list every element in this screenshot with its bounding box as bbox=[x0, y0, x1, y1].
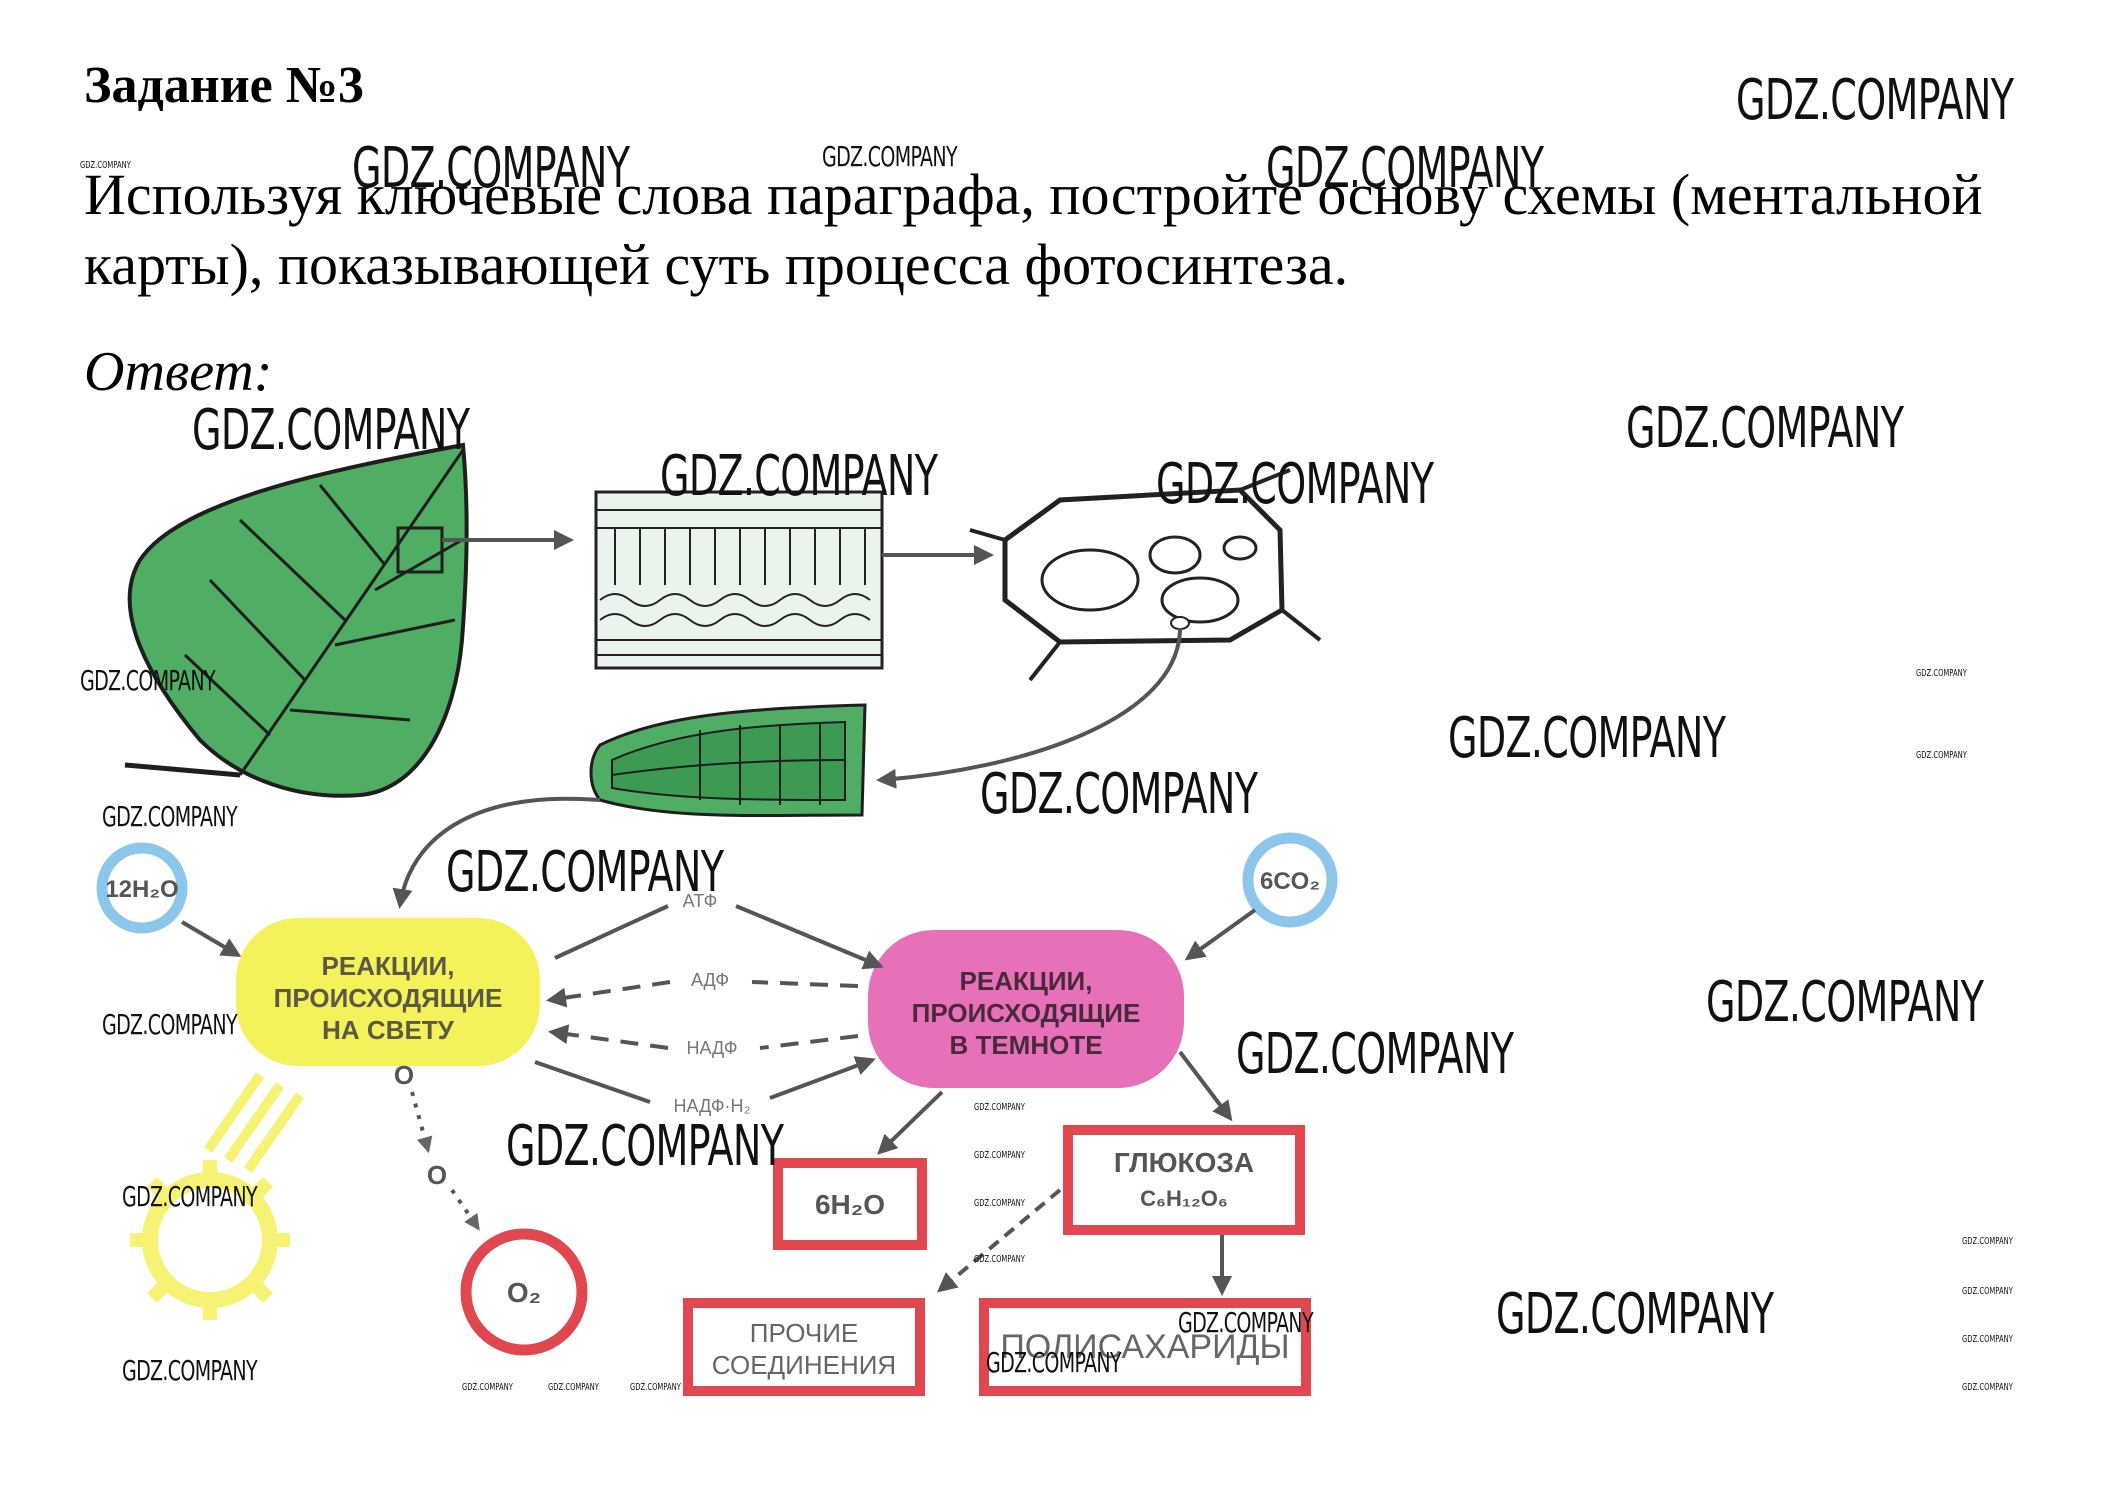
water-input-circle bbox=[96, 842, 188, 934]
watermark: GDZ.COMPANY bbox=[102, 1008, 238, 1041]
watermark: GDZ.COMPANY bbox=[1736, 68, 2014, 133]
watermark: GDZ.COMPANY bbox=[986, 1346, 1122, 1379]
watermark: GDZ.COMPANY bbox=[446, 840, 724, 905]
watermark: GDZ.COMPANY bbox=[1962, 1286, 2013, 1297]
watermark: GDZ.COMPANY bbox=[1916, 668, 1967, 679]
watermark: GDZ.COMPANY bbox=[462, 1382, 513, 1393]
other-compounds-box bbox=[683, 1298, 925, 1396]
answer-label: Ответ: bbox=[84, 341, 273, 403]
light-reactions-line3: НА СВЕТУ bbox=[322, 1015, 455, 1045]
watermark: GDZ.COMPANY bbox=[80, 664, 216, 697]
watermark: GDZ.COMPANY bbox=[1266, 136, 1544, 201]
watermark: GDZ.COMPANY bbox=[192, 398, 470, 463]
oxygen-atom-label-2: O bbox=[427, 1160, 447, 1190]
watermark: GDZ.COMPANY bbox=[974, 1102, 1025, 1113]
leaf-cross-section bbox=[594, 490, 884, 670]
watermark: GDZ.COMPANY bbox=[80, 160, 131, 171]
watermark: GDZ.COMPANY bbox=[974, 1198, 1025, 1209]
watermark: GDZ.COMPANY bbox=[506, 1114, 784, 1179]
dark-reactions-line3: В ТЕМНОТЕ bbox=[949, 1030, 1102, 1060]
watermark: GDZ.COMPANY bbox=[352, 136, 630, 201]
water-output-label: 6H₂O bbox=[815, 1189, 885, 1220]
watermark: GDZ.COMPANY bbox=[1962, 1334, 2013, 1345]
watermark: GDZ.COMPANY bbox=[548, 1382, 599, 1393]
other-compounds-line2: СОЕДИНЕНИЯ bbox=[712, 1350, 896, 1380]
task-title: Задание №3 bbox=[84, 57, 365, 114]
watermark: GDZ.COMPANY bbox=[1178, 1306, 1314, 1339]
watermark: GDZ.COMPANY bbox=[822, 140, 958, 173]
water-input-label: 12H₂O bbox=[105, 876, 178, 903]
watermark: GDZ.COMPANY bbox=[974, 1150, 1025, 1161]
adp-label: АДФ bbox=[691, 970, 729, 990]
watermark: GDZ.COMPANY bbox=[1706, 970, 1984, 1035]
co2-input-circle bbox=[1242, 832, 1338, 928]
glucose-box bbox=[1063, 1125, 1305, 1235]
water-output-box bbox=[773, 1158, 927, 1250]
polysaccharides-label: ПОЛИСАХАРИДЫ bbox=[1000, 1328, 1289, 1366]
chloroplast-illustration bbox=[589, 703, 867, 818]
glucose-formula: C₆H₁₂O₆ bbox=[1140, 1186, 1228, 1211]
co2-input-label: 6CO₂ bbox=[1260, 868, 1320, 895]
dark-reactions-line1: РЕАКЦИИ, bbox=[960, 966, 1093, 996]
watermark: GDZ.COMPANY bbox=[122, 1180, 258, 1213]
watermark: GDZ.COMPANY bbox=[1496, 1282, 1774, 1347]
watermark: GDZ.COMPANY bbox=[974, 1254, 1025, 1265]
watermark: GDZ.COMPANY bbox=[122, 1354, 258, 1387]
watermark: GDZ.COMPANY bbox=[102, 800, 238, 833]
watermark: GDZ.COMPANY bbox=[1156, 452, 1434, 517]
atp-label: АТФ bbox=[683, 891, 718, 911]
watermark: GDZ.COMPANY bbox=[1626, 396, 1904, 461]
oxygen-atom-label-1: O bbox=[394, 1060, 414, 1090]
sun-illustration bbox=[130, 1072, 305, 1320]
nadph-label: НАДФ·H₂ bbox=[673, 1096, 750, 1116]
watermark: GDZ.COMPANY bbox=[980, 762, 1258, 827]
plant-cell-illustration bbox=[969, 468, 1322, 682]
watermark: GDZ.COMPANY bbox=[1236, 1022, 1514, 1087]
watermark: GDZ.COMPANY bbox=[630, 1382, 681, 1393]
oxygen-output-label: O₂ bbox=[507, 1277, 541, 1308]
watermark: GDZ.COMPANY bbox=[1962, 1236, 2013, 1247]
nadp-label: НАДФ bbox=[686, 1038, 737, 1058]
light-reactions-line1: РЕАКЦИИ, bbox=[322, 951, 455, 981]
glucose-name: ГЛЮКОЗА bbox=[1114, 1147, 1254, 1178]
leaf-illustration bbox=[124, 442, 469, 798]
watermark: GDZ.COMPANY bbox=[1448, 706, 1726, 771]
light-reactions-node bbox=[236, 918, 540, 1066]
watermark: GDZ.COMPANY bbox=[1916, 750, 1967, 761]
polysaccharides-box bbox=[979, 1298, 1311, 1396]
oxygen-output-circle bbox=[460, 1228, 588, 1356]
dark-reactions-line2: ПРОИСХОДЯЩИЕ bbox=[912, 998, 1141, 1028]
dark-reactions-node bbox=[868, 930, 1184, 1088]
watermark: GDZ.COMPANY bbox=[660, 444, 938, 509]
task-text: Используя ключевые слова параграфа, пост… bbox=[84, 162, 1983, 297]
watermark: GDZ.COMPANY bbox=[1962, 1382, 2013, 1393]
other-compounds-line1: ПРОЧИЕ bbox=[750, 1318, 858, 1348]
light-reactions-line2: ПРОИСХОДЯЩИЕ bbox=[274, 983, 503, 1013]
